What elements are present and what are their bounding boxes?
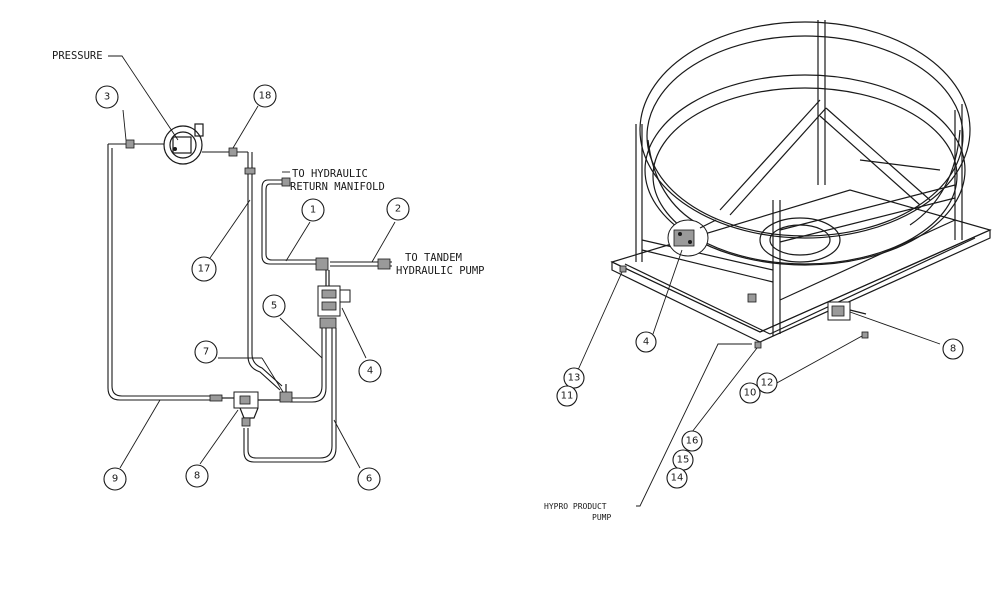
leader-hypro	[636, 343, 752, 507]
frame-posts	[635, 20, 963, 336]
callout-8: 8	[185, 464, 209, 488]
fitting-3	[125, 139, 135, 149]
leader-3	[122, 109, 127, 141]
svg-text:3: 3	[104, 92, 110, 103]
tandem-pump-label-2: HYDRAULIC PUMP	[396, 265, 485, 277]
callout-17: 17	[191, 256, 217, 282]
svg-text:6: 6	[366, 474, 372, 485]
left-hydraulic-diagram: PRESSURE	[52, 50, 485, 491]
valve-block	[317, 270, 351, 329]
svg-text:17: 17	[198, 264, 211, 275]
svg-text:16: 16	[686, 436, 699, 447]
callout-7: 7	[194, 340, 218, 364]
leader-r12	[774, 335, 863, 385]
svg-text:13: 13	[568, 373, 581, 384]
fitting-7	[279, 384, 293, 403]
svg-text:14: 14	[671, 473, 684, 484]
leader-2	[371, 221, 396, 263]
callout-18: 18	[253, 84, 277, 108]
callout-r8: 8	[942, 338, 964, 360]
svg-text:8: 8	[194, 471, 200, 482]
svg-text:5: 5	[271, 301, 277, 312]
valve-8	[222, 391, 280, 427]
leader-5	[279, 317, 323, 359]
svg-text:18: 18	[259, 91, 272, 102]
svg-text:1: 1	[310, 205, 316, 216]
leader-1	[285, 221, 311, 262]
callout-r16: 16	[681, 430, 703, 452]
callout-r12: 12	[756, 372, 778, 394]
hose-5	[290, 328, 323, 399]
sump	[759, 217, 841, 263]
leader-9	[119, 399, 161, 469]
leader-8	[199, 409, 239, 465]
base-frame	[610, 189, 992, 343]
hypro-pump-label-2: PUMP	[592, 513, 611, 522]
leader-4	[341, 307, 367, 359]
svg-text:12: 12	[761, 378, 774, 389]
pressure-gauge	[163, 123, 204, 165]
pressure-leader	[108, 55, 179, 141]
leader-r13	[577, 271, 623, 371]
callout-r4: 4	[635, 331, 657, 353]
callout-9: 9	[103, 467, 127, 491]
callout-r15: 15	[672, 449, 694, 471]
svg-text:10: 10	[744, 388, 757, 399]
tandem-pump-label-1: TO TANDEM	[405, 252, 462, 264]
svg-text:2: 2	[395, 204, 401, 215]
svg-text:8: 8	[950, 344, 956, 355]
hose-6	[247, 328, 333, 459]
cross-bracing	[641, 99, 956, 301]
callout-2: 2	[386, 197, 410, 221]
svg-text:4: 4	[367, 366, 373, 377]
hose-1	[261, 179, 322, 265]
callout-3: 3	[95, 85, 119, 109]
leader-r16	[691, 347, 758, 433]
svg-text:4: 4	[643, 337, 649, 348]
pressure-label: PRESSURE	[52, 50, 103, 62]
product-pump	[827, 301, 867, 321]
callout-5: 5	[262, 294, 286, 318]
return-manifold-label-1: TO HYDRAULIC	[292, 168, 368, 180]
fitting-18	[228, 147, 238, 157]
return-manifold-label-2: RETURN MANIFOLD	[290, 181, 385, 193]
right-isometric-view: HYPRO PRODUCT PUMP 4 13 11 8 12 10 16 15…	[544, 20, 992, 522]
hose-9	[107, 144, 222, 401]
svg-text:9: 9	[112, 474, 118, 485]
hydraulic-motor	[667, 219, 717, 257]
callout-r14: 14	[666, 467, 688, 489]
leader-17	[209, 199, 251, 259]
hypro-pump-label-1: HYPRO PRODUCT	[544, 502, 607, 511]
callout-r10: 10	[739, 382, 761, 404]
svg-text:11: 11	[561, 391, 574, 402]
hose-17	[247, 152, 281, 391]
svg-text:15: 15	[677, 455, 690, 466]
callout-4: 4	[358, 359, 382, 383]
leader-r8	[849, 311, 941, 345]
callout-6: 6	[357, 467, 381, 491]
callout-r13: 13	[563, 367, 585, 389]
callout-1: 1	[301, 198, 325, 222]
leader-6	[333, 419, 361, 469]
svg-text:7: 7	[203, 347, 209, 358]
tank-ring	[639, 21, 971, 266]
leader-r4	[652, 249, 683, 335]
callout-r11: 11	[556, 385, 578, 407]
leader-18	[232, 105, 259, 149]
